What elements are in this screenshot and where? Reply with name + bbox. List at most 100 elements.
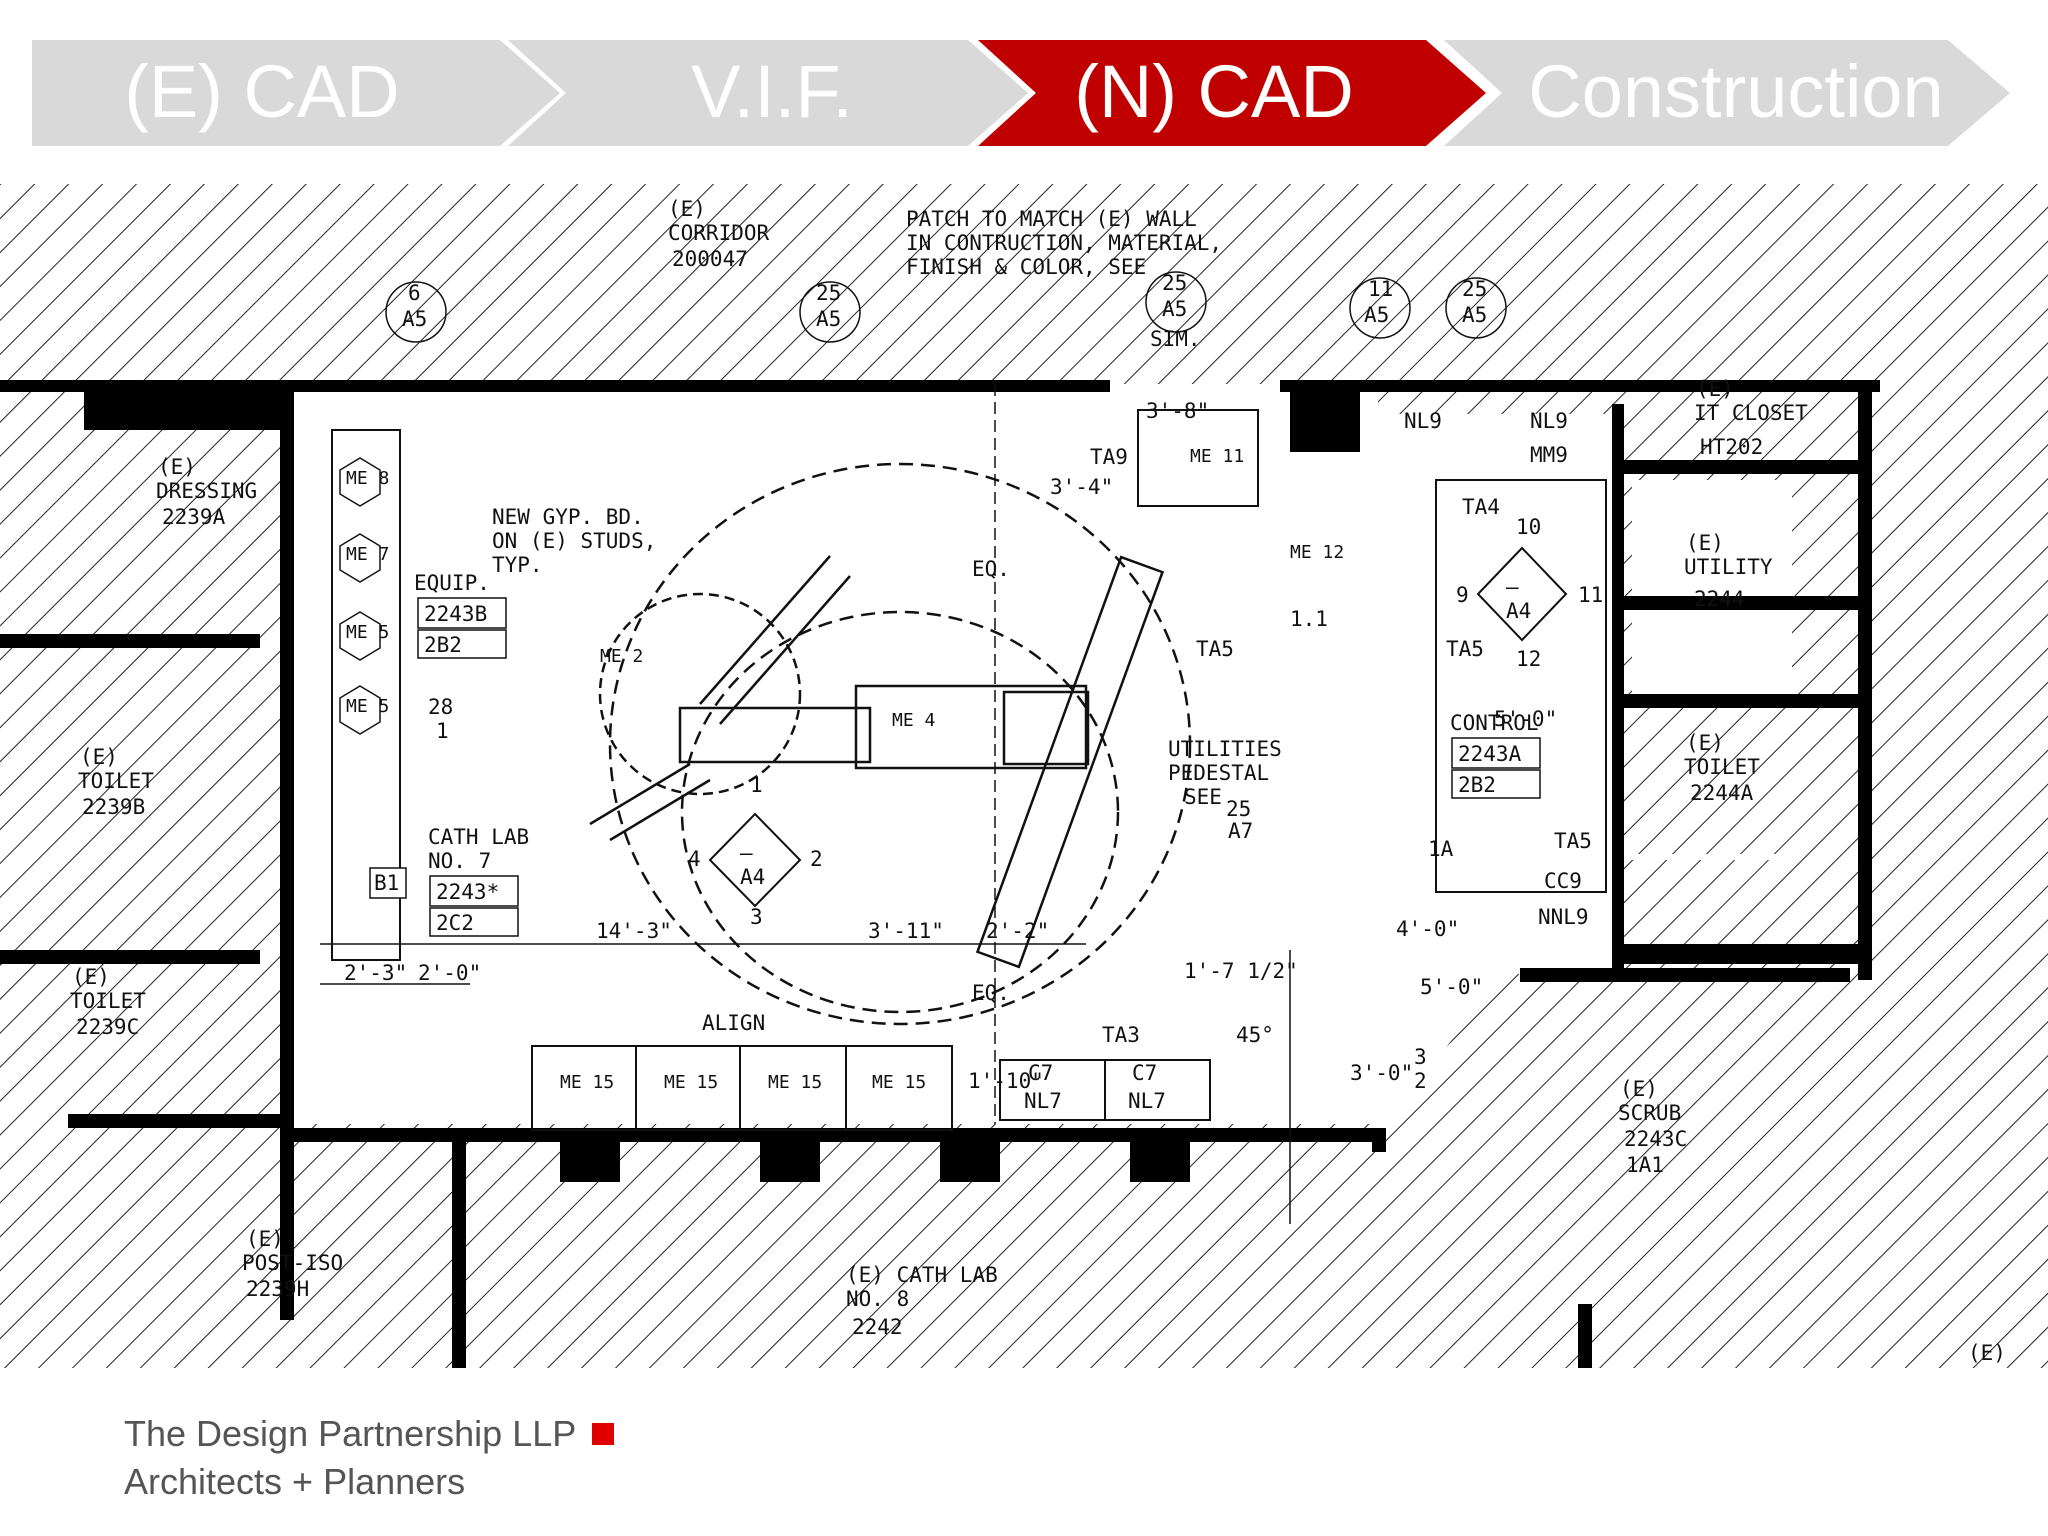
svg-text:(E): (E) xyxy=(246,1227,284,1251)
svg-text:200047: 200047 xyxy=(672,247,748,271)
svg-text:5'-0": 5'-0" xyxy=(1420,975,1483,999)
floor-plan-drawing: (E) CORRIDOR 200047 PATCH TO MATCH (E) W… xyxy=(0,184,2048,1368)
floor-plan: (E) CORRIDOR 200047 PATCH TO MATCH (E) W… xyxy=(0,184,2048,1368)
svg-text:2B2: 2B2 xyxy=(1458,773,1496,797)
ta-tags: TA9 TA4 TA5 TA5 TA5 TA3 xyxy=(1090,445,1592,1047)
svg-text:25: 25 xyxy=(1462,277,1487,301)
svg-text:2243C: 2243C xyxy=(1624,1127,1687,1151)
step-e-cad-label: (E) CAD xyxy=(124,50,399,133)
svg-text:SCRUB: SCRUB xyxy=(1618,1101,1681,1125)
svg-text:(E): (E) xyxy=(1696,377,1734,401)
svg-text:UTILITY: UTILITY xyxy=(1684,555,1773,579)
svg-text:ME 15: ME 15 xyxy=(872,1072,926,1093)
svg-text:NEW GYP. BD.: NEW GYP. BD. xyxy=(492,505,644,529)
svg-text:NO. 7: NO. 7 xyxy=(428,849,491,873)
section-marker-labels: 6 A5 25 A5 25 A5 11 A5 25 A5 xyxy=(402,271,1487,331)
svg-text:2: 2 xyxy=(1414,1069,1427,1093)
room-toilet-2239c: (E) TOILET 2239C xyxy=(70,965,146,1039)
svg-text:FINISH & COLOR, SEE: FINISH & COLOR, SEE xyxy=(906,255,1146,279)
svg-text:PATCH TO MATCH (E) WALL: PATCH TO MATCH (E) WALL xyxy=(906,207,1197,231)
room-toilet-2239b: (E) TOILET 2239B xyxy=(78,745,154,819)
svg-text:(E): (E) xyxy=(1686,531,1724,555)
svg-text:SEE: SEE xyxy=(1184,785,1222,809)
svg-text:NO. 8: NO. 8 xyxy=(846,1287,909,1311)
svg-text:12: 12 xyxy=(1516,647,1541,671)
svg-text:1: 1 xyxy=(436,719,449,743)
svg-text:2243*: 2243* xyxy=(436,880,499,904)
svg-text:1A: 1A xyxy=(1428,837,1454,861)
step-e-cad-shape xyxy=(32,40,560,146)
svg-text:A5: A5 xyxy=(402,307,427,331)
room-utility: (E) UTILITY 2244 xyxy=(1684,531,1773,611)
svg-text:2244: 2244 xyxy=(1694,587,1745,611)
svg-text:TYP.: TYP. xyxy=(492,553,543,577)
svg-text:MM9: MM9 xyxy=(1530,443,1568,467)
room-post-iso: (E) POST-ISO 2239H xyxy=(242,1227,343,1301)
svg-text:SIM.: SIM. xyxy=(1150,327,1201,351)
step-e-cad[interactable]: (E) CAD xyxy=(32,40,560,146)
svg-text:A7: A7 xyxy=(1228,819,1253,843)
svg-text:14'-3": 14'-3" xyxy=(596,919,672,943)
svg-text:2C2: 2C2 xyxy=(436,911,474,935)
svg-text:CORRIDOR: CORRIDOR xyxy=(668,221,770,245)
svg-text:NL9: NL9 xyxy=(1404,409,1442,433)
walls xyxy=(0,380,1880,1368)
svg-text:HT202: HT202 xyxy=(1700,435,1763,459)
me-tags: ME 8 ME 7 ME 5 ME 5 ME 2 ME 4 ME 11 ME 1… xyxy=(339,446,1344,1093)
svg-text:1.1: 1.1 xyxy=(1290,607,1328,631)
step-n-cad[interactable]: (N) CAD xyxy=(978,40,1486,146)
svg-text:28: 28 xyxy=(428,695,453,719)
room-corridor: (E) CORRIDOR 200047 xyxy=(668,197,770,271)
svg-text:3'-4": 3'-4" xyxy=(1050,475,1113,499)
footer: The Design Partnership LLP Architects + … xyxy=(124,1410,615,1506)
svg-text:TOILET: TOILET xyxy=(70,989,146,1013)
step-vif[interactable]: V.I.F. xyxy=(508,40,1028,146)
svg-text:2'-2": 2'-2" xyxy=(986,919,1049,943)
svg-text:CATH LAB: CATH LAB xyxy=(428,825,529,849)
new-work-area xyxy=(290,384,1616,1124)
svg-text:B1: B1 xyxy=(374,871,399,895)
svg-text:ON (E) STUDS,: ON (E) STUDS, xyxy=(492,529,656,553)
company-name: The Design Partnership LLP xyxy=(124,1413,577,1454)
step-construction-label: Construction xyxy=(1528,50,1943,133)
svg-text:PEDESTAL: PEDESTAL xyxy=(1168,761,1269,785)
step-n-cad-label: (N) CAD xyxy=(1074,50,1354,133)
svg-text:A5: A5 xyxy=(1364,303,1389,327)
svg-text:ME 7: ME 7 xyxy=(346,544,389,565)
svg-text:(E): (E) xyxy=(1968,1341,2006,1365)
tagline: Architects + Planners xyxy=(124,1461,466,1502)
step-construction-shape xyxy=(1444,40,2010,146)
svg-text:3'-11": 3'-11" xyxy=(868,919,944,943)
svg-text:(E): (E) xyxy=(158,455,196,479)
svg-text:2243B: 2243B xyxy=(424,602,487,626)
svg-text:1A1: 1A1 xyxy=(1626,1153,1664,1177)
svg-text:NNL9: NNL9 xyxy=(1538,905,1589,929)
step-construction[interactable]: Construction xyxy=(1444,40,2010,146)
svg-text:1: 1 xyxy=(750,773,763,797)
svg-text:—: — xyxy=(1506,575,1519,599)
gyp-board-note: NEW GYP. BD. ON (E) STUDS, TYP. xyxy=(492,505,656,577)
svg-text:(E): (E) xyxy=(1620,1077,1658,1101)
svg-text:POST-ISO: POST-ISO xyxy=(242,1251,343,1275)
svg-text:2'-0": 2'-0" xyxy=(418,961,481,985)
svg-text:A5: A5 xyxy=(816,307,841,331)
svg-text:(E): (E) xyxy=(668,197,706,221)
svg-text:TA4: TA4 xyxy=(1462,495,1500,519)
svg-text:2243A: 2243A xyxy=(1458,742,1522,766)
svg-text:TA3: TA3 xyxy=(1102,1023,1140,1047)
svg-text:6: 6 xyxy=(408,281,421,305)
room-it-closet: (E) IT CLOSET HT202 xyxy=(1694,377,1808,459)
svg-text:C7: C7 xyxy=(1028,1061,1053,1085)
room-cath-lab-7: CATH LAB NO. 7 2243* 2C2 xyxy=(428,825,529,937)
svg-text:ME 5: ME 5 xyxy=(346,696,389,717)
svg-text:CONTROL: CONTROL xyxy=(1450,711,1539,735)
step-vif-label: V.I.F. xyxy=(691,50,853,133)
svg-text:3: 3 xyxy=(750,905,763,929)
svg-text:ME 5: ME 5 xyxy=(346,622,389,643)
svg-text:2'-3": 2'-3" xyxy=(344,961,407,985)
svg-text:TOILET: TOILET xyxy=(1684,755,1760,779)
room-control: CONTROL 2243A 2B2 xyxy=(1450,711,1541,799)
svg-text:ME 8: ME 8 xyxy=(346,468,389,489)
elevation-markers xyxy=(708,546,1568,908)
svg-text:TA5: TA5 xyxy=(1196,637,1234,661)
